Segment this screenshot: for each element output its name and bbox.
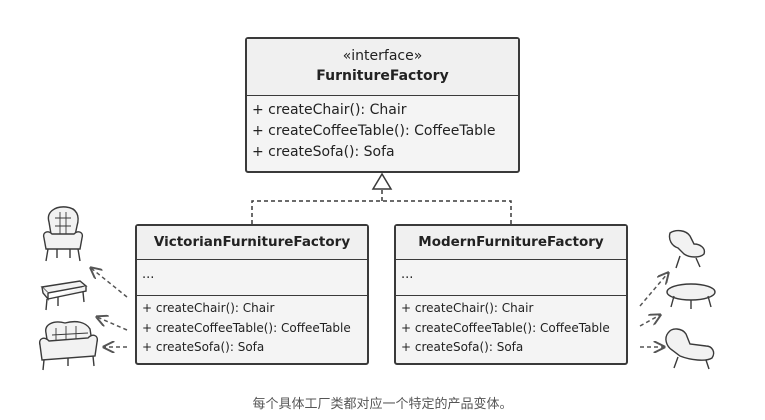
class-fields: ... bbox=[137, 259, 367, 295]
class-operations: + createChair(): Chair + createCoffeeTab… bbox=[396, 295, 626, 358]
class-modern-furniture-factory: ModernFurnitureFactory ... + createChair… bbox=[394, 224, 628, 365]
modern-sofa-icon bbox=[665, 328, 715, 370]
operation-create-coffee-table: + createCoffeeTable(): CoffeeTable bbox=[401, 320, 610, 335]
victorian-chair-arrow bbox=[91, 268, 128, 298]
interface-header: «interface» FurnitureFactory bbox=[247, 39, 518, 95]
victorian-sofa-icon bbox=[38, 320, 99, 371]
modern-table-arrow bbox=[639, 315, 660, 327]
operation-create-sofa: + createSofa(): Sofa bbox=[142, 340, 265, 354]
realization-connector bbox=[251, 189, 512, 224]
interface-stereotype: «interface» bbox=[342, 48, 423, 64]
class-victorian-furniture-factory: VictorianFurnitureFactory ... + createCh… bbox=[135, 224, 369, 365]
interface-operations: + createChair(): Chair + createCoffeeTab… bbox=[247, 95, 518, 163]
modern-chair-arrow bbox=[639, 273, 668, 307]
victorian-table-arrow bbox=[97, 317, 128, 331]
modern-chair-icon bbox=[668, 229, 706, 269]
realization-arrowhead bbox=[371, 172, 393, 190]
operation-create-chair: + createChair(): Chair bbox=[142, 301, 275, 315]
operation-create-sofa: + createSofa(): Sofa bbox=[252, 144, 395, 160]
operation-create-coffee-table: + createCoffeeTable(): CoffeeTable bbox=[142, 320, 351, 335]
class-name: VictorianFurnitureFactory bbox=[137, 226, 367, 259]
figure-caption: 每个具体工厂类都对应一个特定的产品变体。 bbox=[252, 397, 513, 412]
operation-create-coffee-table: + createCoffeeTable(): CoffeeTable bbox=[252, 123, 496, 139]
interface-furniture-factory: «interface» FurnitureFactory + createCha… bbox=[245, 37, 520, 173]
victorian-coffee-table-icon bbox=[40, 280, 88, 311]
interface-name: FurnitureFactory bbox=[316, 68, 449, 84]
operation-create-chair: + createChair(): Chair bbox=[252, 102, 407, 118]
class-name: ModernFurnitureFactory bbox=[396, 226, 626, 259]
operation-create-chair: + createChair(): Chair bbox=[401, 301, 534, 315]
class-fields: ... bbox=[396, 259, 626, 295]
operation-create-sofa: + createSofa(): Sofa bbox=[401, 340, 524, 354]
class-operations: + createChair(): Chair + createCoffeeTab… bbox=[137, 295, 367, 358]
victorian-chair-icon bbox=[42, 206, 84, 262]
modern-coffee-table-icon bbox=[666, 283, 716, 309]
